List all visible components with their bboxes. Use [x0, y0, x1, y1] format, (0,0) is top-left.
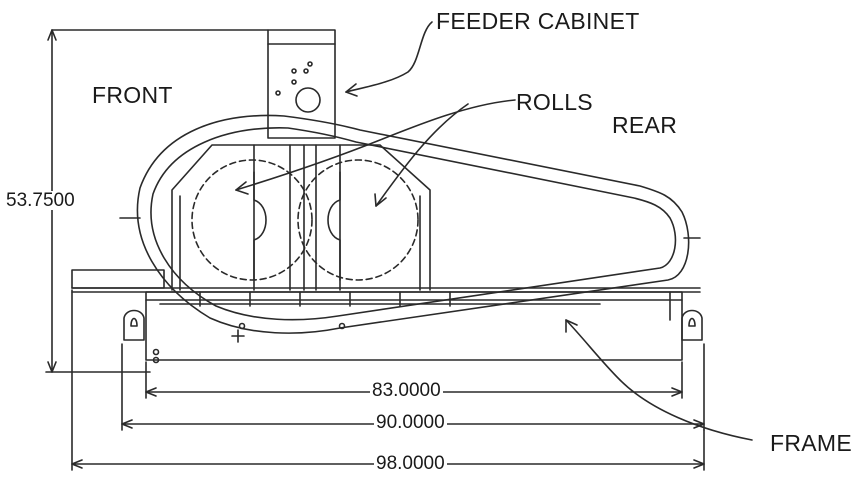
- rear-label: REAR: [612, 112, 678, 138]
- height-dimension-value: 53.7500: [6, 190, 75, 211]
- outer-width-dimension-value: 98.0000: [374, 453, 447, 474]
- frame-label: FRAME: [770, 430, 852, 456]
- feeder-cabinet-label: FEEDER CABINET: [436, 8, 640, 34]
- inner-width-dimension-value: 83.0000: [370, 380, 443, 401]
- belt-guard: [119, 114, 701, 334]
- frame-leader: [565, 319, 753, 441]
- rolls: [191, 159, 419, 281]
- mid-width-dimension-value: 90.0000: [374, 412, 447, 433]
- feeder-cabinet: [267, 29, 336, 139]
- roll-housing: [171, 144, 431, 291]
- feeder-cabinet-leader: [345, 21, 433, 97]
- front-label: FRONT: [92, 82, 173, 108]
- rolls-leader: [235, 99, 516, 207]
- rolls-label: ROLLS: [516, 89, 593, 115]
- frame: [71, 269, 703, 364]
